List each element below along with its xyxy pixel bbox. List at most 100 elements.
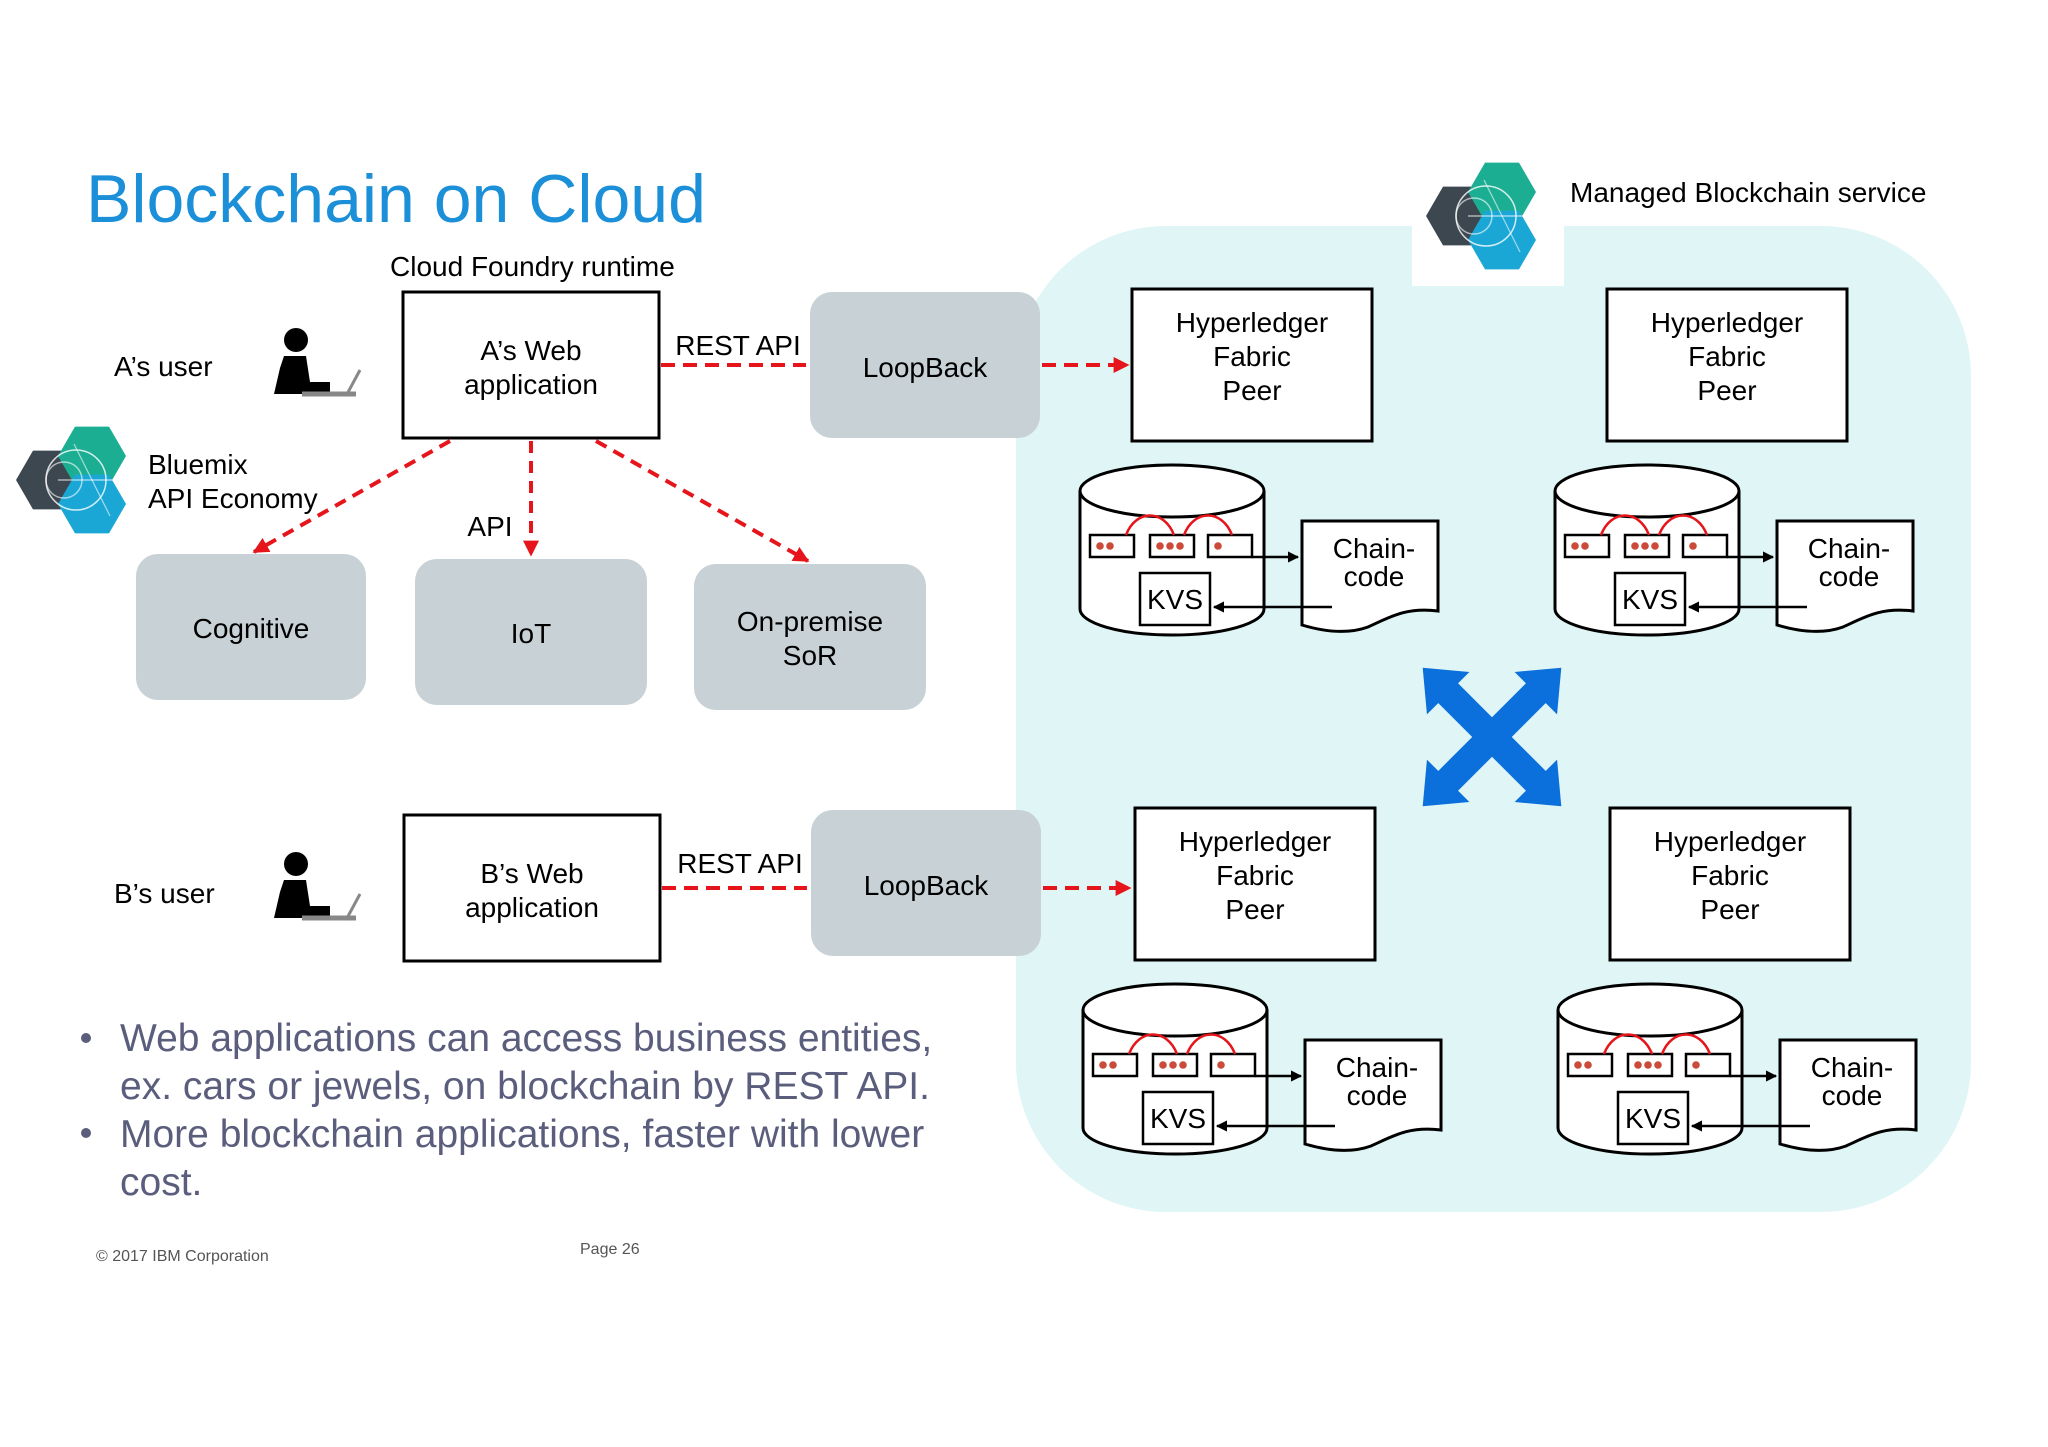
chaincode-document: Chain-code	[1778, 1038, 1918, 1152]
bullet-1-line-2: ex. cars or jewels, on blockchain by RES…	[120, 1065, 930, 1108]
chaincode-document: Chain-code	[1300, 519, 1440, 633]
rest-api-b-label: REST API	[677, 848, 803, 879]
peer-box	[1605, 287, 1849, 443]
chaincode-label-line: Chain-	[1333, 533, 1415, 564]
arrow-to-on-premise	[595, 439, 810, 563]
page-title: Blockchain on Cloud	[86, 161, 706, 237]
loopback-b-label: LoopBack	[864, 870, 990, 901]
chaincode-label-line: Chain-	[1808, 533, 1890, 564]
kvs-label: KVS	[1150, 1103, 1206, 1134]
chaincode-label-line: code	[1819, 561, 1880, 592]
chaincode-document: Chain-code	[1775, 519, 1915, 633]
cognitive-label: Cognitive	[193, 613, 310, 644]
web-app-a-line-2: application	[464, 369, 598, 400]
user-a-label: A’s user	[114, 351, 213, 382]
chaincode-label-line: code	[1822, 1080, 1883, 1111]
on-premise-line-2: SoR	[783, 640, 837, 671]
runtime-label: Cloud Foundry runtime	[390, 251, 675, 282]
peer-box	[1133, 806, 1377, 962]
peer-title-line: Peer	[1225, 894, 1284, 925]
peer-title-line: Peer	[1697, 375, 1756, 406]
peer-title-line: Fabric	[1691, 860, 1769, 891]
user-at-laptop-icon	[274, 852, 362, 921]
web-app-b-line-1: B’s Web	[480, 858, 583, 889]
footer-page-number: Page 26	[580, 1241, 640, 1258]
user-at-laptop-icon	[274, 328, 362, 397]
chaincode-label-line: code	[1344, 561, 1405, 592]
bluemix-hexagon-logo-icon	[16, 426, 126, 534]
ledger-link	[1602, 1033, 1654, 1055]
kvs-box	[1613, 571, 1687, 627]
four-way-arrows-icon	[1422, 667, 1562, 807]
bluemix-hexagon-logo-icon	[1426, 162, 1536, 270]
arrow-to-cognitive	[252, 439, 451, 554]
peer-box	[1608, 806, 1852, 962]
peer-title-line: Peer	[1700, 894, 1759, 925]
peer-title-line: Fabric	[1688, 341, 1766, 372]
ledger-record	[1206, 533, 1254, 559]
bullet-1-line-1: Web applications can access business ent…	[120, 1017, 932, 1060]
ledger-link	[1657, 514, 1709, 536]
on-premise-box	[694, 564, 926, 710]
peer-title-line: Hyperledger	[1176, 307, 1329, 338]
kvs-box	[1616, 1090, 1690, 1146]
peer-title-line: Hyperledger	[1654, 826, 1807, 857]
managed-service-label: Managed Blockchain service	[1570, 177, 1926, 208]
iot-box	[415, 559, 647, 705]
peer-box	[1130, 287, 1374, 443]
ledger-link	[1660, 1033, 1712, 1055]
peer-title-line: Hyperledger	[1179, 826, 1332, 857]
api-label: API	[467, 511, 512, 542]
chaincode-label-line: code	[1347, 1080, 1408, 1111]
bullet-dot	[81, 1128, 91, 1138]
kvs-label: KVS	[1622, 584, 1678, 615]
ledger-record	[1209, 1052, 1257, 1078]
kvs-label: KVS	[1625, 1103, 1681, 1134]
chaincode-document: Chain-code	[1303, 1038, 1443, 1152]
web-app-a-line-1: A’s Web	[480, 335, 581, 366]
ledger-database-icon: KVS	[1556, 982, 1744, 1156]
ledger-database-icon: KVS	[1553, 463, 1741, 637]
ledger-link	[1185, 1033, 1237, 1055]
ledger-link	[1124, 514, 1176, 536]
api-economy-line-2: API Economy	[148, 483, 318, 514]
ledger-record	[1684, 1052, 1732, 1078]
loopback-a-label: LoopBack	[863, 352, 989, 383]
peer-group: HyperledgerFabricPeerKVSChain-codeHyperl…	[1078, 287, 1918, 1156]
kvs-box	[1138, 571, 1212, 627]
ledger-database-icon: KVS	[1081, 982, 1269, 1156]
cognitive-box	[136, 554, 366, 700]
ledger-link	[1182, 514, 1234, 536]
ledger-database-icon: KVS	[1078, 463, 1266, 637]
kvs-label: KVS	[1147, 584, 1203, 615]
web-app-b-line-2: application	[465, 892, 599, 923]
api-economy-line-1: Bluemix	[148, 449, 248, 480]
loopback-b-box	[811, 810, 1041, 956]
chaincode-label-line: Chain-	[1336, 1052, 1418, 1083]
peer-title-line: Fabric	[1216, 860, 1294, 891]
chaincode-label-line: Chain-	[1811, 1052, 1893, 1083]
loopback-a-box	[810, 292, 1040, 438]
user-b-label: B’s user	[114, 878, 215, 909]
kvs-box	[1141, 1090, 1215, 1146]
on-premise-line-1: On-premise	[737, 606, 883, 637]
ledger-record	[1681, 533, 1729, 559]
bullet-2-line-1: More blockchain applications, faster wit…	[120, 1113, 924, 1156]
footer-copyright: © 2017 IBM Corporation	[96, 1248, 269, 1265]
iot-label: IoT	[511, 618, 551, 649]
web-app-a-box	[401, 290, 661, 440]
web-app-b-box	[402, 813, 662, 963]
ledger-link	[1127, 1033, 1179, 1055]
bullet-2-line-2: cost.	[120, 1161, 202, 1204]
rest-api-a-label: REST API	[675, 330, 801, 361]
peer-title-line: Peer	[1222, 375, 1281, 406]
ledger-link	[1599, 514, 1651, 536]
peer-title-line: Hyperledger	[1651, 307, 1804, 338]
peer-title-line: Fabric	[1213, 341, 1291, 372]
bullet-dot	[81, 1033, 91, 1043]
